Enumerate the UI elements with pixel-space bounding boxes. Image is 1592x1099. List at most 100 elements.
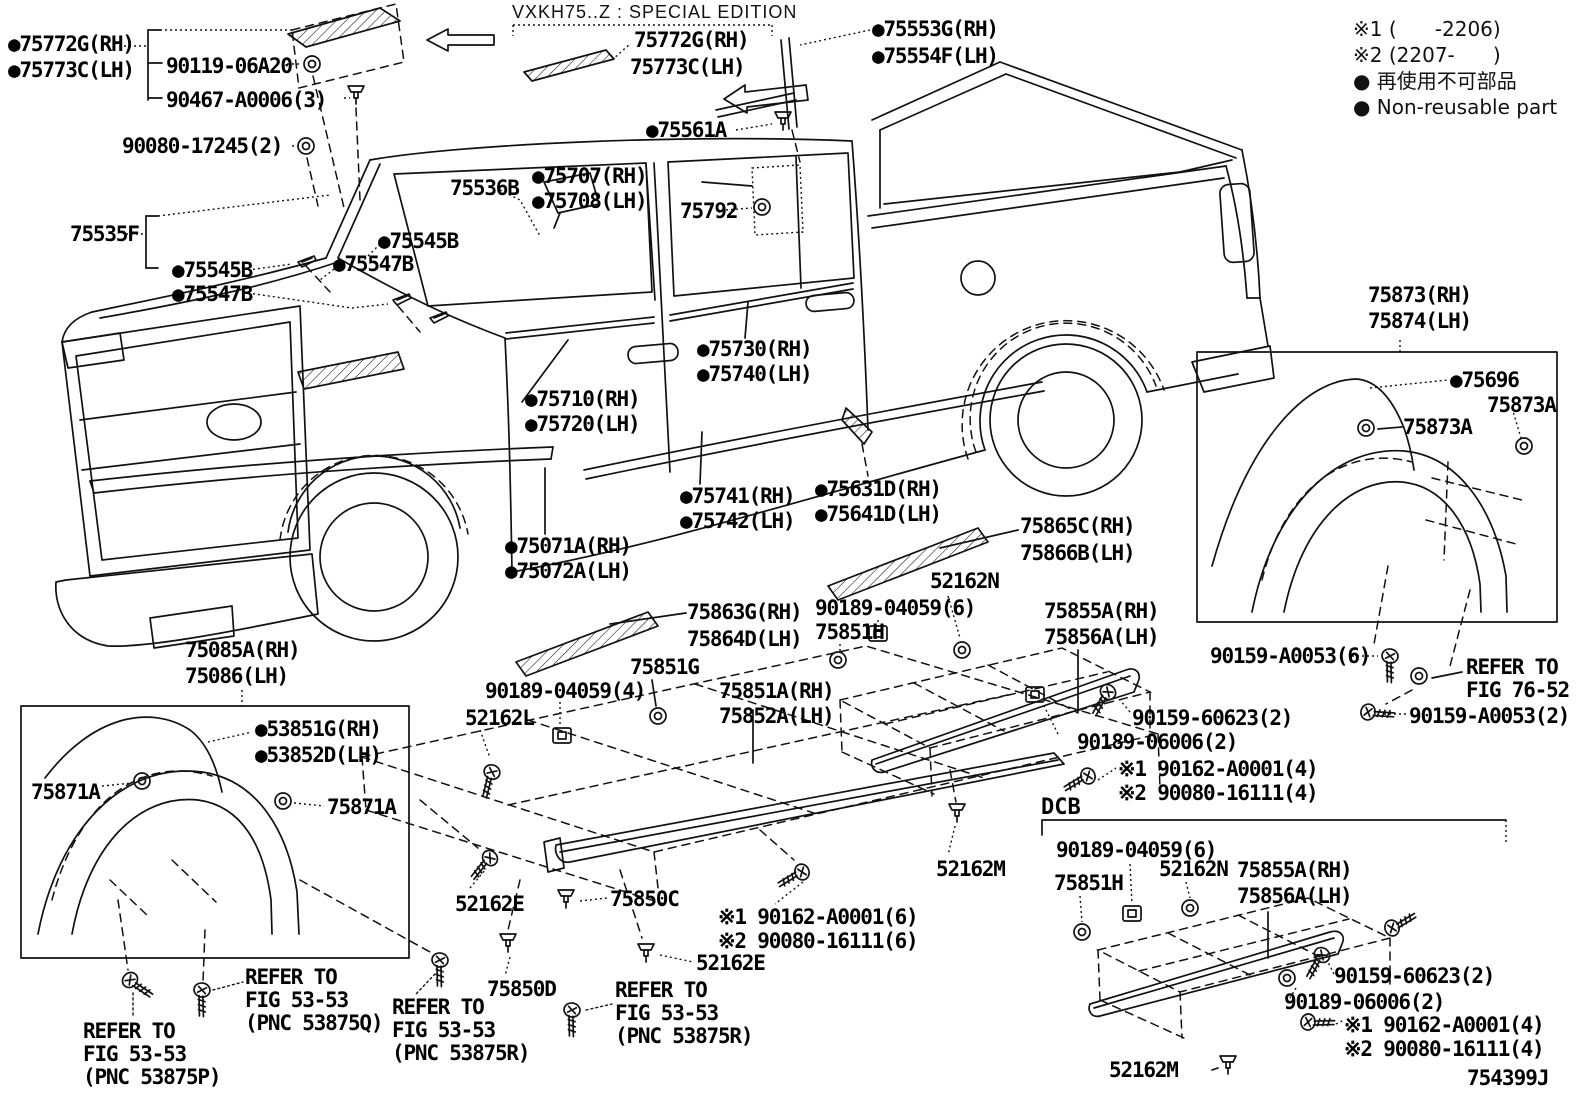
dashed-accents bbox=[279, 3, 1165, 541]
part-callout: 90189-06006(2) bbox=[1077, 730, 1238, 754]
legend-note-1: ※1 ( -2206) bbox=[1353, 17, 1501, 41]
part-callout: 75873A bbox=[1487, 393, 1557, 417]
legend-nonreusable-jp: ● 再使用不可部品 bbox=[1353, 69, 1517, 93]
part-callout: ●75741(RH) bbox=[680, 484, 796, 508]
part-callout: ●75641D(LH) bbox=[815, 502, 942, 526]
part-callout: 52162M bbox=[936, 857, 1006, 881]
part-callout: ●75773C(LH) bbox=[8, 58, 135, 82]
part-callout: 75855A(RH) bbox=[1044, 599, 1160, 623]
part-callout: ●75742(LH) bbox=[680, 509, 796, 533]
part-callout: ※1 90162-A0001(6) bbox=[718, 905, 919, 929]
part-callout: 90189-04059(6) bbox=[815, 596, 976, 620]
part-callout: ●75720(LH) bbox=[525, 412, 641, 436]
part-callout: 90159-A0053(6) bbox=[1210, 644, 1371, 668]
truck-body bbox=[55, 37, 1275, 649]
part-callout: ●75707(RH) bbox=[532, 164, 648, 188]
part-callout: 90467-A0006(3) bbox=[166, 88, 327, 112]
part-callout: 75852A(LH) bbox=[719, 704, 835, 728]
dcb-assembly bbox=[1041, 819, 1507, 1075]
part-callout: 75856A(LH) bbox=[1044, 625, 1160, 649]
part-callout: ●75553G(RH) bbox=[872, 17, 999, 41]
top-left-leaders bbox=[124, 29, 871, 535]
part-callout: ●75561A bbox=[646, 118, 727, 142]
part-callout: 75850C bbox=[610, 887, 680, 911]
part-callout: REFER TO FIG 53-53 (PNC 53875P) bbox=[83, 1019, 222, 1089]
front-flare-inset bbox=[20, 690, 410, 959]
part-callout: 75864D(LH) bbox=[687, 627, 803, 651]
part-callout: 75851H bbox=[815, 620, 885, 644]
sill-strip-75865 bbox=[827, 527, 1019, 601]
part-callout: 90189-04059(4) bbox=[485, 679, 646, 703]
part-callout: ※2 90080-16111(6) bbox=[718, 929, 919, 953]
part-callout: ●75740(LH) bbox=[697, 362, 813, 386]
sill-strip-75863 bbox=[515, 611, 687, 677]
part-callout: 75871A bbox=[31, 780, 101, 804]
part-callout: 75536B bbox=[450, 176, 520, 200]
part-callout: 90159-60623(2) bbox=[1334, 964, 1495, 988]
part-callout: 75873A bbox=[1403, 415, 1473, 439]
part-callout: 75792 bbox=[680, 199, 738, 223]
part-callout: ●75547B bbox=[172, 282, 253, 306]
part-callout: REFER TO FIG 53-53 (PNC 53875R) bbox=[615, 978, 754, 1048]
part-callout: 75874(LH) bbox=[1368, 309, 1472, 333]
special-edition-banner: VXKH75..Z : SPECIAL EDITION bbox=[512, 2, 798, 22]
part-callout: ※1 90162-A0001(4) bbox=[1344, 1013, 1545, 1037]
part-callout: ●75730(RH) bbox=[697, 337, 813, 361]
part-callout: ●75545B bbox=[378, 229, 459, 253]
part-callout: 52162L bbox=[465, 706, 535, 730]
part-callout: 52162E bbox=[696, 951, 766, 975]
legend-nonreusable-en: ● Non-reusable part bbox=[1353, 95, 1558, 119]
part-callout: 75866B(LH) bbox=[1020, 541, 1136, 565]
part-callout: ●75631D(RH) bbox=[815, 477, 942, 501]
part-callout: 52162E bbox=[455, 892, 525, 916]
part-callout: 90080-17245(2) bbox=[122, 134, 283, 158]
part-callout: 75863G(RH) bbox=[687, 600, 803, 624]
part-callout: 75851H bbox=[1054, 871, 1124, 895]
part-callout: ※1 90162-A0001(4) bbox=[1118, 757, 1319, 781]
part-callout: ●53851G(RH) bbox=[255, 717, 382, 741]
part-callout: 75085A(RH) bbox=[185, 638, 301, 662]
part-callout: ※2 90080-16111(4) bbox=[1344, 1037, 1545, 1061]
part-callout: 75873(RH) bbox=[1368, 283, 1472, 307]
special-edition-bracket bbox=[512, 24, 773, 36]
part-callout: ●53852D(LH) bbox=[255, 743, 382, 767]
part-callout: 75850D bbox=[487, 977, 557, 1001]
part-callout: REFER TO FIG 53-53 (PNC 53875R) bbox=[392, 995, 531, 1065]
part-callout: ●75710(RH) bbox=[525, 387, 641, 411]
rocker-assembly-midright bbox=[829, 595, 1153, 797]
part-callout: 90159-A0053(2) bbox=[1409, 704, 1570, 728]
part-callout: 75773C(LH) bbox=[630, 55, 746, 79]
part-callout: 52162M bbox=[1109, 1058, 1179, 1082]
part-callout: ●75072A(LH) bbox=[505, 559, 632, 583]
part-callout: ●75554F(LH) bbox=[872, 44, 999, 68]
part-callout: 75535F bbox=[70, 222, 140, 246]
part-callout: 75851A(RH) bbox=[719, 679, 835, 703]
part-callout: 75086(LH) bbox=[185, 664, 289, 688]
part-callout: ※2 90080-16111(4) bbox=[1118, 781, 1319, 805]
part-callout: 52162N bbox=[1159, 857, 1229, 881]
part-callout: ●75696 bbox=[1450, 368, 1520, 392]
part-callout: ●75071A(RH) bbox=[505, 534, 632, 558]
part-callout: REFER TO FIG 76-52 bbox=[1466, 655, 1570, 702]
part-callout: 75772G(RH) bbox=[634, 28, 750, 52]
part-callout: 75851G bbox=[630, 655, 700, 679]
part-callout: 90119-06A20 bbox=[166, 54, 293, 78]
part-callout: ●75547B bbox=[333, 252, 414, 276]
dcb-section-tag: DCB bbox=[1041, 795, 1081, 820]
part-callout: ●75772G(RH) bbox=[8, 32, 135, 56]
part-callout: 75855A(RH) bbox=[1237, 858, 1353, 882]
part-callout: ●75708(LH) bbox=[532, 189, 648, 213]
part-callout: REFER TO FIG 53-53 (PNC 53875Q) bbox=[245, 965, 384, 1035]
truck-hatched-parts bbox=[287, 7, 873, 445]
part-callout: 75865C(RH) bbox=[1020, 514, 1136, 538]
legend: ※1 ( -2206) ※2 (2207- ) ● 再使用不可部品 ● Non-… bbox=[1353, 16, 1557, 120]
part-callout: 90159-60623(2) bbox=[1132, 706, 1293, 730]
part-callout: 75871A bbox=[327, 795, 397, 819]
part-callout: ●75545B bbox=[172, 258, 253, 282]
diagram-id: 754399J bbox=[1467, 1066, 1550, 1090]
direction-arrow-icon bbox=[426, 28, 809, 114]
part-callout: 75856A(LH) bbox=[1237, 884, 1353, 908]
legend-note-2: ※2 (2207- ) bbox=[1353, 43, 1501, 67]
part-callout: 90189-06006(2) bbox=[1284, 990, 1445, 1014]
